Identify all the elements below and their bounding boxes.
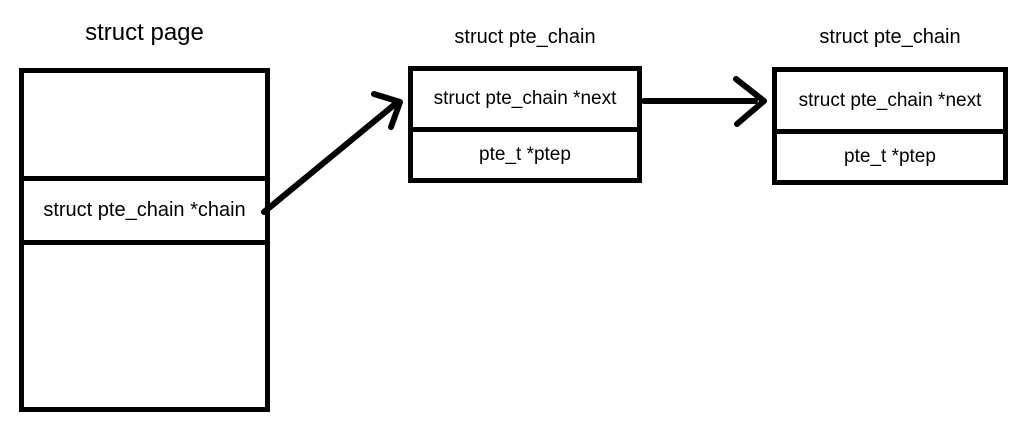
pte-chain-second-row-next-field: struct pte_chain *next [798, 89, 982, 111]
arrow-line [261, 102, 397, 215]
pte-chain-first-title: struct pte_chain [454, 26, 596, 48]
pte-chain-first-row-ptep-field: pte_t *ptep [413, 127, 637, 178]
pte-chain-second-box: struct pte_chain *next pte_t *ptep [772, 67, 1008, 185]
arrow-first-to-second-pte-chain [641, 76, 767, 127]
struct-page-row-empty-top [24, 73, 265, 176]
pte-chain-second-row-ptep-field: pte_t *ptep [777, 129, 1003, 180]
pte-chain-second-title: struct pte_chain [819, 26, 961, 48]
struct-page-row-chain-field: struct pte_chain *chain [24, 176, 265, 240]
struct-page-box: struct pte_chain *chain [19, 68, 270, 412]
pte-chain-first-box: struct pte_chain *next pte_t *ptep [408, 66, 642, 183]
pte-chain-first-row-next-field: struct pte_chain *next [433, 88, 617, 109]
arrow-chain-to-first-pte-chain [261, 91, 403, 215]
arrowhead-icon [371, 91, 403, 130]
struct-page-title: struct page [85, 19, 204, 46]
struct-page-row-empty-bottom [24, 240, 265, 407]
arrowhead-icon [733, 76, 767, 127]
